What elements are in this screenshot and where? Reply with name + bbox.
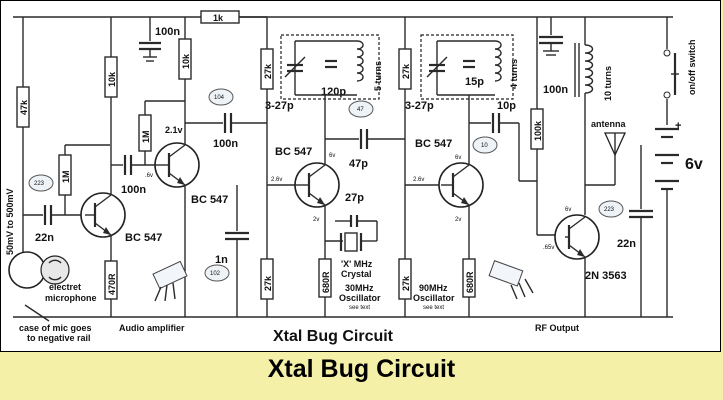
v6c-label: 6v — [455, 155, 461, 161]
q3-label: BC 547 — [275, 146, 312, 158]
cap-100n-top-label: 100n — [155, 26, 180, 38]
l4-label: 4 turns — [509, 59, 519, 89]
cap-100n-a-label: 100n — [121, 184, 146, 196]
battery-icon — [655, 127, 679, 191]
resistor-27k-d-label: 27k — [401, 275, 411, 291]
v6d-label: 6v — [565, 207, 571, 213]
resistor-680r-a-label: 680R — [321, 271, 331, 293]
mic-label: electret — [49, 282, 81, 292]
mic-note-2: to negative rail — [27, 333, 91, 343]
badge-223-b: 223 — [598, 200, 624, 218]
tank-box-30mhz — [280, 34, 380, 100]
resistor-470r-label: 470R — [107, 273, 117, 295]
antenna-label: antenna — [591, 119, 627, 129]
resistor-1m-b-label: 1M — [141, 130, 151, 143]
osc90-see-text: see text — [423, 305, 444, 311]
transistor-q2 — [154, 142, 200, 188]
resistor-100k-label: 100k — [533, 120, 543, 141]
resistor-27k-b-label: 27k — [263, 275, 273, 291]
badge-223: 223 — [28, 174, 54, 192]
v26a-label: 2.6v — [271, 177, 282, 183]
cap-3-27p-a-label: 3-27p — [265, 100, 294, 112]
circuit-schematic: 47k 50mV to 500mV electret microphone ca… — [5, 10, 703, 345]
l5-label: 5 turns — [373, 61, 383, 91]
input-range-label: 50mV to 500mV — [5, 188, 15, 255]
resistor-47k — [16, 86, 30, 128]
svg-text:223: 223 — [604, 207, 615, 213]
svg-text:223: 223 — [34, 181, 45, 187]
mic-note: case of mic goes — [19, 323, 92, 333]
badge-47: 47 — [348, 100, 374, 118]
crystal-icon — [344, 232, 358, 252]
section-osc30-b: Oscillator — [339, 293, 381, 303]
v2b-label: 2v — [455, 217, 461, 223]
inductor-5-turns — [356, 40, 364, 82]
q4-label: BC 547 — [415, 138, 452, 150]
mic-label-2: microphone — [45, 293, 97, 303]
transistor-q5 — [554, 214, 600, 260]
resistor-10k-label: 10k — [107, 71, 117, 87]
diagram-title: Xtal Bug Circuit — [273, 328, 394, 345]
cap-27p-label: 27p — [345, 192, 364, 204]
page-caption: Xtal Bug Circuit — [267, 355, 456, 383]
badge-102: 102 — [204, 264, 230, 282]
cap-10p-label: 10p — [497, 100, 516, 112]
svg-text:102: 102 — [210, 271, 221, 277]
v26b-label: 2.6v — [413, 177, 424, 183]
v65-label: .65v — [543, 245, 554, 251]
osc30-see-text: see text — [349, 305, 370, 311]
cap-22n-label: 22n — [35, 232, 54, 244]
crystal-label-2: Crystal — [341, 269, 372, 279]
transistor-q3 — [294, 162, 340, 208]
badge-10: 10 — [472, 136, 498, 154]
svg-text:47: 47 — [357, 107, 364, 113]
q1-label: BC 547 — [125, 232, 162, 244]
schematic-frame: 47k 50mV to 500mV electret microphone ca… — [0, 0, 721, 352]
transistor-q4 — [438, 162, 484, 208]
inductor-10-turns — [584, 44, 594, 94]
cap-1n-label: 1n — [215, 254, 228, 266]
section-audio: Audio amplifier — [119, 323, 185, 333]
battery-plus: + — [675, 120, 681, 132]
v6b-label: 6v — [329, 153, 335, 159]
cap-100n-c-label: 100n — [543, 84, 568, 96]
resistor-27k-c-label: 27k — [401, 63, 411, 79]
cap-47p-label: 47p — [349, 158, 368, 170]
section-osc90-b: Oscillator — [413, 293, 455, 303]
q5-label: 2N 3563 — [585, 270, 627, 282]
section-rf: RF Output — [535, 323, 579, 333]
resistor-10k-2-label: 10k — [181, 53, 191, 69]
section-osc30: 30MHz — [345, 283, 374, 293]
l10-label: 10 turns — [603, 66, 613, 101]
transistor-package-icon — [152, 260, 188, 302]
resistor-1m-a-label: 1M — [61, 170, 71, 183]
cap-100n-b-label: 100n — [213, 138, 238, 150]
switch-label: on/off switch — [687, 40, 697, 96]
battery-voltage: 6v — [685, 156, 703, 173]
q2-label: BC 547 — [191, 194, 228, 206]
resistor-680r-b-label: 680R — [465, 271, 475, 293]
section-osc90: 90MHz — [419, 283, 448, 293]
svg-text:10: 10 — [481, 143, 488, 149]
crystal-label: 'X' MHz — [341, 259, 373, 269]
inductor-4-turns — [494, 40, 502, 82]
resistor-27k-a-label: 27k — [263, 63, 273, 79]
v2a-label: 2v — [313, 217, 319, 223]
cap-22n-b-label: 22n — [617, 238, 636, 250]
on-off-switch-icon — [663, 49, 679, 99]
resistor-27k-d — [398, 258, 412, 300]
transistor-package-icon-2 — [488, 260, 534, 300]
microphone-icon — [8, 251, 46, 289]
cap-15p-label: 15p — [465, 76, 484, 88]
tank-box-90mhz — [420, 34, 514, 100]
resistor-1k-label: 1k — [213, 13, 224, 23]
v21-label: 2.1v — [165, 125, 183, 135]
badge-104: 104 — [208, 88, 234, 106]
transistor-q1 — [80, 192, 126, 238]
resistor-47k-label: 47k — [19, 99, 29, 115]
cap-3-27p-b-label: 3-27p — [405, 100, 434, 112]
svg-text:104: 104 — [214, 95, 225, 101]
v6a-label: .6v — [145, 173, 153, 179]
